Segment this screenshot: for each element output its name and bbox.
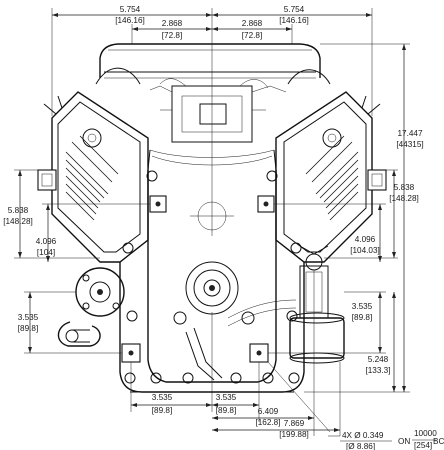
dim-right-lower-mm: [89.8] [352, 313, 373, 322]
dim-right-lower-in: 3.535 [352, 302, 373, 311]
dim-right-cyl-mm: [148.28] [389, 194, 419, 203]
dim-top-left-mm: [146.16] [115, 16, 145, 25]
dim-top-center-right-in: 2.868 [242, 19, 263, 28]
dim-right-bottom-in: 5.248 [368, 355, 389, 364]
dim-left-mount-mm: [104] [37, 248, 55, 257]
dim-overall-height-in: 17.447 [397, 129, 422, 138]
dim-bottom-center-in: 3.535 [216, 393, 237, 402]
dim-right-mount-mm: [104.03] [350, 246, 380, 255]
note-bc-mm: [254] [414, 441, 432, 450]
dim-left-lower-mm: [89.8] [18, 324, 39, 333]
dim-right-mount-in: 4.096 [355, 235, 376, 244]
dim-top-center-left-in: 2.868 [162, 19, 183, 28]
dim-top-left-in: 5.754 [120, 5, 141, 14]
dim-left-lower-in: 3.535 [18, 313, 39, 322]
right-accessories [289, 245, 345, 364]
dim-bottom-mid-mm: [162.8] [255, 418, 280, 427]
note-bc: BC. [433, 437, 444, 446]
crankcase-bolts [122, 170, 302, 384]
dim-bottom-left-in: 3.535 [152, 393, 173, 402]
top-hoses [95, 67, 331, 171]
dim-left-cyl-in: 5.838 [8, 206, 29, 215]
dim-top-center-left-mm: [72.8] [162, 31, 183, 40]
dim-bottom-left-mm: [89.8] [152, 406, 173, 415]
dim-overall-height-mm: [44315] [396, 140, 423, 149]
note-bc-in: 10000 [414, 429, 437, 438]
note-on: ON [398, 437, 410, 446]
dimension-lines [14, 8, 410, 437]
right-cylinder [275, 91, 387, 263]
dim-bottom-mid-in: 6.409 [258, 407, 279, 416]
note-holes: 4X Ø 0.349 [342, 431, 384, 440]
dim-bottom-right-mm: [199.88] [279, 430, 309, 439]
left-cylinder [37, 91, 149, 263]
mounting-note: 4X Ø 0.349 [Ø 8.86] ON 10000 [254] BC. [340, 429, 444, 450]
left-accessories [57, 267, 125, 347]
dim-top-center-right-mm: [72.8] [242, 31, 263, 40]
dim-top-right-in: 5.754 [284, 5, 305, 14]
dim-right-bottom-mm: [133.3] [365, 366, 390, 375]
dim-left-cyl-mm: [148.28] [3, 217, 33, 226]
note-holes-mm: [Ø 8.86] [346, 442, 375, 450]
dim-right-cyl-in: 5.838 [394, 183, 415, 192]
dim-top-right-mm: [146.16] [279, 16, 309, 25]
dim-bottom-center-mm: [89.8] [216, 406, 237, 415]
dimension-labels: 5.754 [146.16] 5.754 [146.16] 2.868 [72.… [3, 5, 423, 439]
dim-left-mount-in: 4.096 [36, 237, 57, 246]
dim-bottom-right-in: 7.869 [284, 419, 305, 428]
